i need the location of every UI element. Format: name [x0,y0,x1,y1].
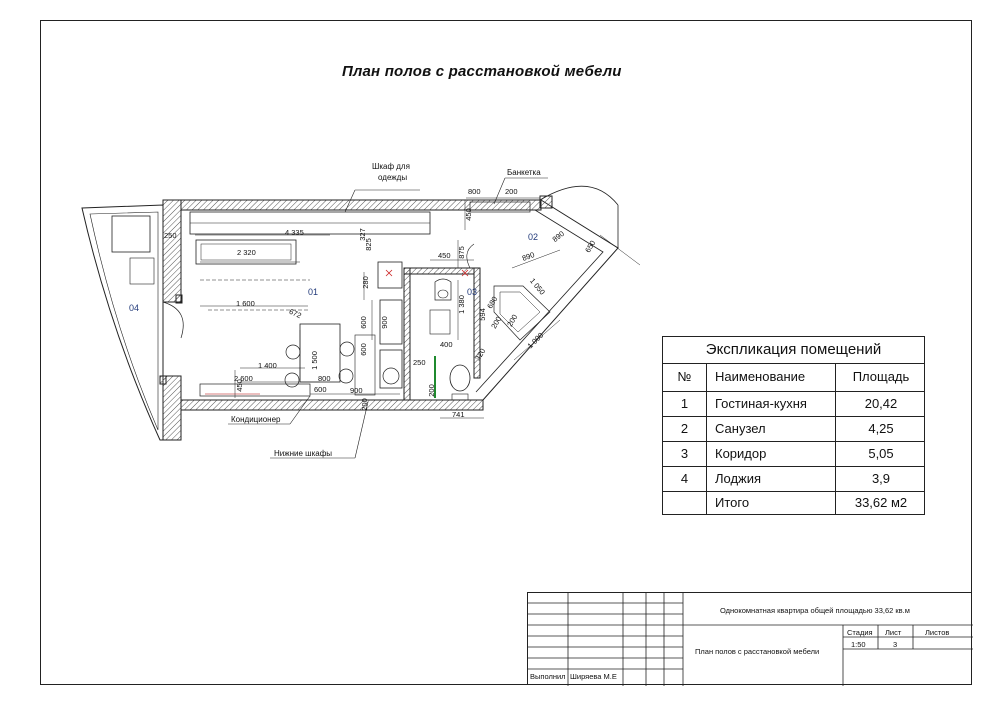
toilet [449,364,471,392]
sheet-title: План полов с расстановкой мебели [695,647,820,656]
dimension-label: 450 [463,208,473,221]
explication-caption: Экспликация помещений [663,337,924,364]
room-number: 02 [528,232,539,242]
wall-south [180,399,484,411]
label-banketka: Банкетка [507,168,541,177]
explication-table: Экспликация помещений № Наименование Пло… [662,336,925,515]
wall-west-top [162,199,182,303]
stage-label: Стадия [847,628,873,637]
loggia-outline [81,204,164,441]
dimension-label: 400 [440,340,453,349]
table-row: 2 Санузел 4,25 [663,416,924,442]
dimension-label: 800 [468,187,481,196]
label-wardrobe-line1: Шкаф для [372,162,410,171]
sheets-label: Листов [925,628,950,637]
page-title: План полов с расстановкой мебели [342,63,622,80]
table-row: 3 Коридор 5,05 [663,441,924,467]
table-total-row: Итого 33,62 м2 [715,495,908,510]
dimension-label: 1 600 [236,299,255,308]
scale-value: 1:50 [851,640,866,649]
dimension-label: 450 [234,379,244,392]
dimension-label: 200 [505,187,518,196]
wall-west-bottom [162,375,182,441]
dimension-label: 741 [452,410,465,419]
sheet-number: 3 [893,640,898,649]
author-role: Выполнил [530,672,566,681]
room-number: 04 [129,303,140,313]
title-block: Однокомнатная квартира общей площадью 33… [527,592,973,686]
dimension-label: 594 [477,308,487,321]
author-name: Ширяева М.Е [570,672,617,681]
dimension-label: 280 [360,276,370,289]
wall-north [180,199,542,211]
label-lower-cabinets: Нижние шкафы [274,449,333,458]
dimension-label: 600 [314,385,327,394]
label-conditioner: Кондиционер [231,415,281,424]
dimension-label: 900 [350,386,363,395]
title-block-grid [528,593,973,686]
drawing-frame [40,20,972,685]
dimension-label: 600 [358,316,368,329]
dimension-label: 4 335 [285,228,304,237]
sofa [195,239,297,265]
loggia-cabinet [111,215,151,253]
dimension-label: 900 [379,316,389,329]
table-row: 1 Гостиная-кухня 20,42 [663,391,924,417]
room-number: 03 [467,287,478,297]
room-number: 01 [308,287,319,297]
dimension-label: 250 [413,358,426,367]
dimension-label: 200 [359,398,369,411]
sheet-label: Лист [885,628,902,637]
dimension-label: 825 [363,238,373,251]
table-header-row: № Наименование Площадь [663,363,924,392]
dimension-label: 800 [318,374,331,383]
dimension-label: 1 380 [456,295,466,314]
dimension-label: 2 320 [237,248,256,257]
project-title: Однокомнатная квартира общей площадью 33… [720,606,910,615]
label-wardrobe-line2: одежды [378,173,408,182]
dimension-label: 1 500 [309,351,319,370]
dimension-label: 2 600 [234,374,253,383]
dimension-label: 600 [358,343,368,356]
dimension-label: 875 [456,246,466,259]
lower-cabinets [199,383,311,397]
dimension-label: 200 [426,384,436,397]
table-row: 4 Лоджия 3,9 [663,466,924,492]
dimension-label: 450 [438,251,451,260]
dimension-label: 1 400 [258,361,277,370]
dimension-label: 250 [164,231,177,240]
